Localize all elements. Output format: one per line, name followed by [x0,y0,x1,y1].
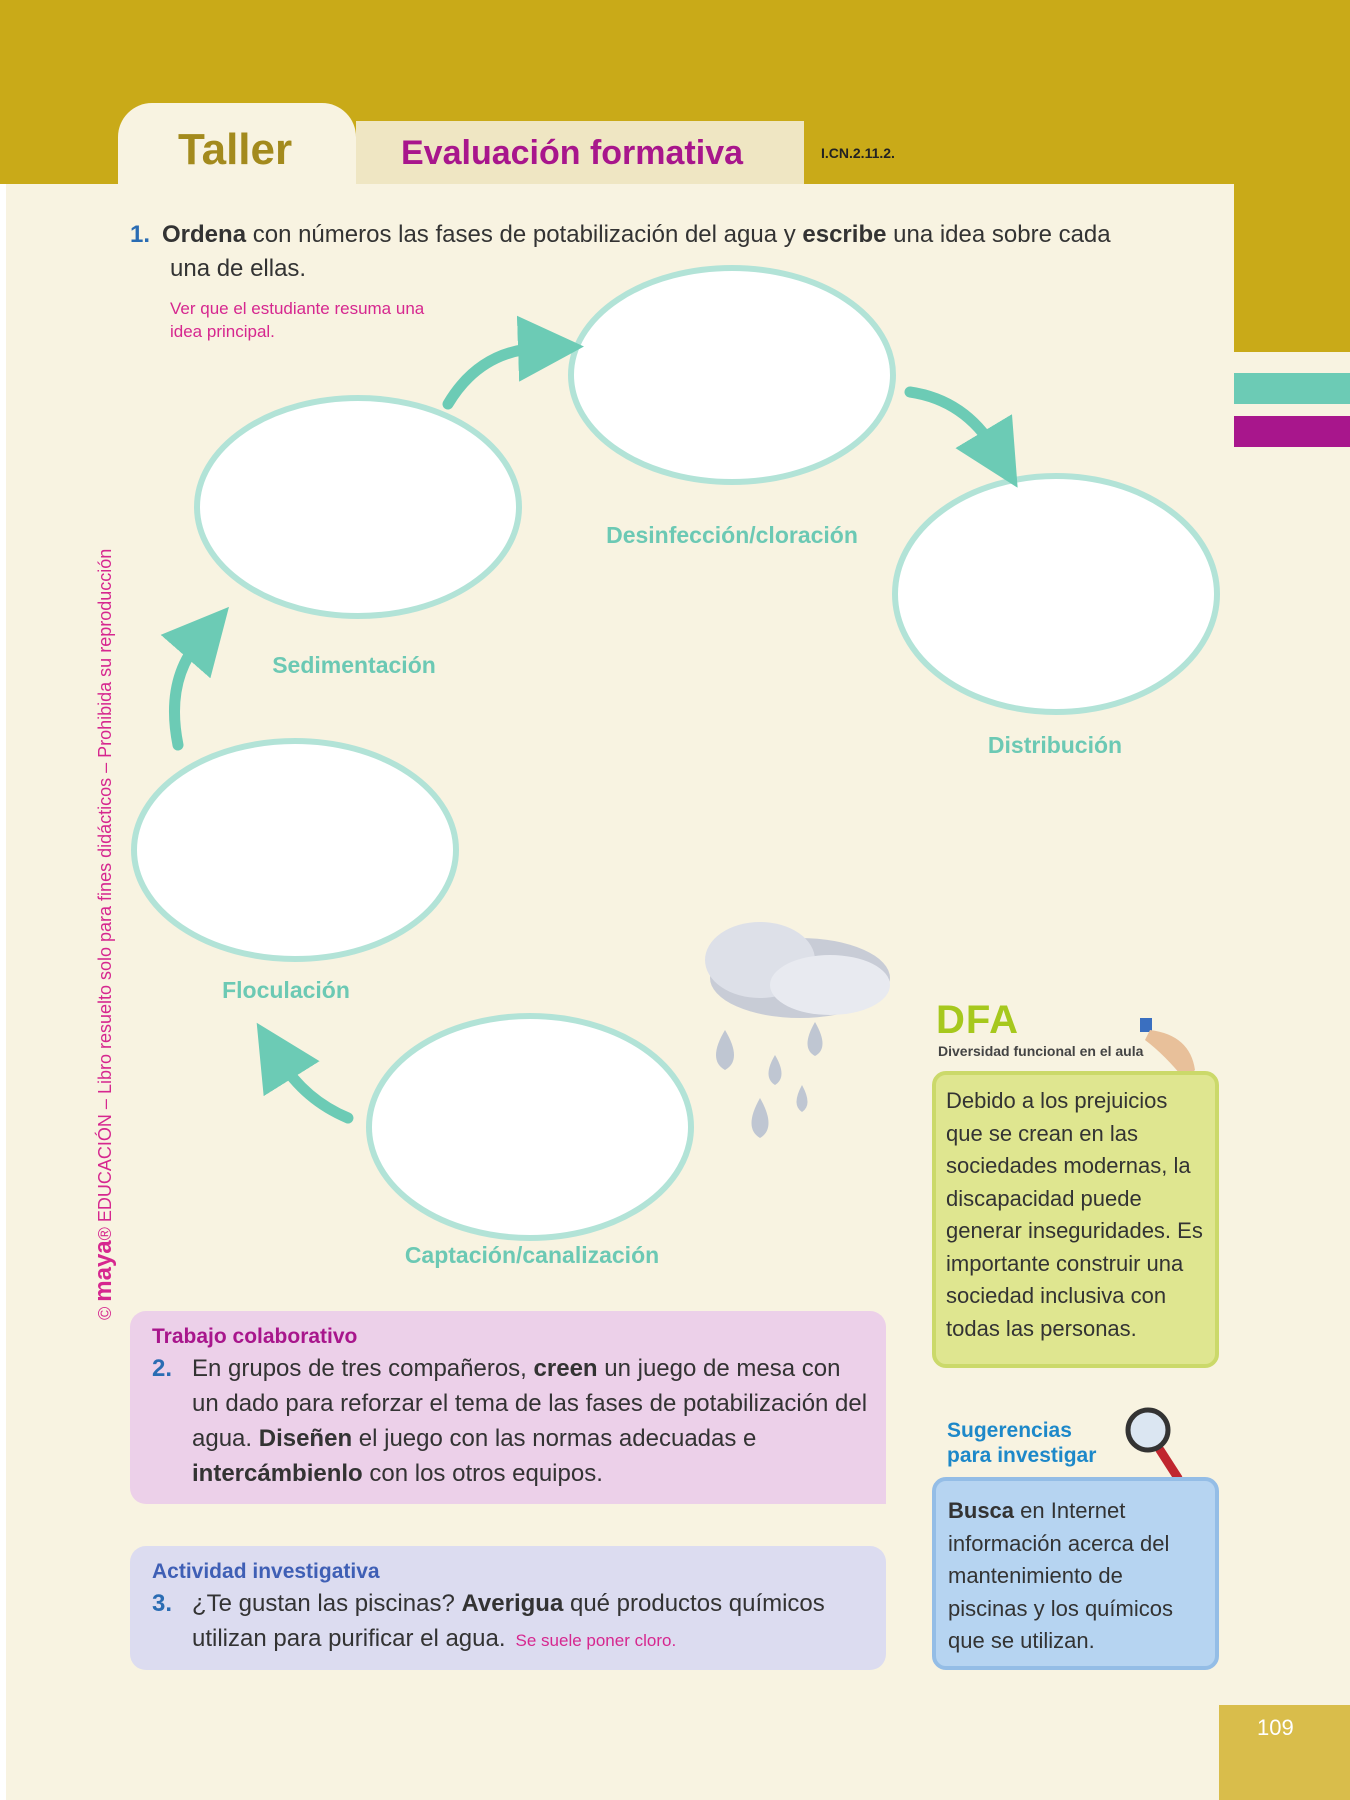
dfa-subtitle: Diversidad funcional en el aula [938,1043,1144,1059]
sug-text: en Internet información acerca del mante… [948,1498,1173,1653]
page-number-box: 109 [1219,1705,1350,1800]
answer-ellipse-captacion[interactable] [366,1013,694,1241]
tab-taller-label: Taller [178,125,293,174]
note-line: idea principal. [170,322,275,341]
answer-ellipse-sedimentacion[interactable] [194,395,522,619]
label-floculacion: Floculación [222,977,350,1003]
question-number: 2. [152,1355,173,1382]
q1-bold: escribe [802,221,887,248]
q1-bold: Ordena [162,221,247,248]
actividad-title: Actividad investigativa [152,1560,380,1583]
arrow-icon [160,606,229,751]
q1-line2: una de ellas. [170,255,307,282]
page-number: 109 [1257,1715,1294,1740]
magnifying-glass-icon [1125,1407,1183,1483]
arrow-icon [442,315,584,410]
answer-note: Se suele poner cloro. [515,1631,677,1650]
question-1: 1. Ordena con números las fases de potabi… [130,218,1220,286]
question-number: 3. [152,1590,173,1617]
brand-logo: maya [90,1240,117,1302]
label-sedimentacion: Sedimentación [272,652,436,678]
copyright-text: EDUCACIÓN – Libro resuelto solo para fin… [95,548,115,1223]
note-line: Ver que el estudiante resuma una [170,299,425,318]
answer-ellipse-floculacion[interactable] [131,738,459,962]
sug-bold: Busca [948,1498,1015,1523]
sug-title-line: para investigar [947,1444,1097,1467]
teal-tab-marker [1234,373,1350,404]
answer-ellipse-desinfeccion[interactable] [568,265,896,485]
q1-text: con números las fases de potabilización … [246,221,803,248]
question-3-text: ¿Te gustan las piscinas? Averigua qué pr… [192,1590,825,1652]
tab-evaluacion-label: Evaluación formativa [401,134,744,172]
actividad-investigativa-box: Actividad investigativa 3. ¿Te gustan las… [130,1546,886,1670]
rain-cloud-icon [705,922,890,1138]
arrow-icon [256,1022,354,1124]
trabajo-title: Trabajo colaborativo [152,1325,358,1348]
sugerencias-box: Busca en Internet información acerca del… [932,1477,1219,1670]
dfa-text: Debido a los prejuicios que se crean en … [946,1088,1203,1341]
copyright-notice: © maya® EDUCACIÓN – Libro resuelto solo … [90,548,117,1320]
curriculum-code: I.CN.2.11.2. [821,145,895,161]
tab-evaluacion: Evaluación formativa [356,121,804,184]
label-distribucion: Distribución [987,732,1123,758]
q1-text: una idea sobre cada [886,221,1111,248]
magenta-tab-marker [1234,416,1350,447]
tab-taller: Taller [118,103,356,184]
question-2-text: En grupos de tres compañeros, creen un j… [192,1355,868,1487]
left-edge [0,184,6,1800]
dfa-box: Debido a los prejuicios que se crean en … [932,1071,1219,1368]
label-captacion: Captación/canalización [404,1242,660,1268]
label-desinfeccion: Desinfección/cloración [606,522,858,548]
teacher-note: Ver que el estudiante resuma una idea pri… [170,297,470,343]
arrow-icon [904,386,1018,488]
trabajo-colaborativo-box: Trabajo colaborativo 2. En grupos de tres… [130,1311,886,1504]
sug-title-line: Sugerencias [947,1419,1072,1442]
answer-ellipse-distribucion[interactable] [892,473,1220,715]
right-gold-column [1234,0,1350,352]
dfa-title: DFA [936,998,1019,1042]
question-number: 1. [130,221,151,248]
